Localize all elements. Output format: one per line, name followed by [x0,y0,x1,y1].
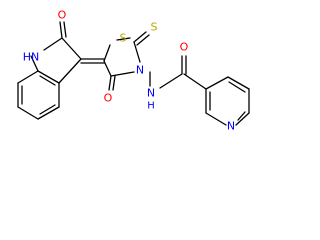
amide-linker [149,55,207,90]
amide-hydrogen-label: H [147,101,155,112]
molecule-canvas: O HN S S N O N H O N [17,8,250,133]
amide-oxygen-label: O [180,41,189,54]
thione-sulfur-label: S [151,21,158,34]
ring-carbonyl-oxygen-label: O [104,92,113,105]
oxindole-ring [30,21,82,84]
molecule-structure: O HN S S N O N H O N [17,9,250,133]
pyridine-ring [205,76,250,126]
thiazolidine-sulfur-label: S [120,32,127,45]
exocyclic-double-bond [80,58,105,64]
pyridine-nitrogen-label: N [227,120,235,133]
benzene-ring [17,70,60,120]
ring-nitrogen-label: N [136,64,144,77]
oxindole-oxygen-label: O [58,9,67,22]
thiazolidinone-ring [103,31,150,91]
indole-nh-label: HN [23,51,40,64]
amide-nitrogen-label: N [147,87,155,100]
